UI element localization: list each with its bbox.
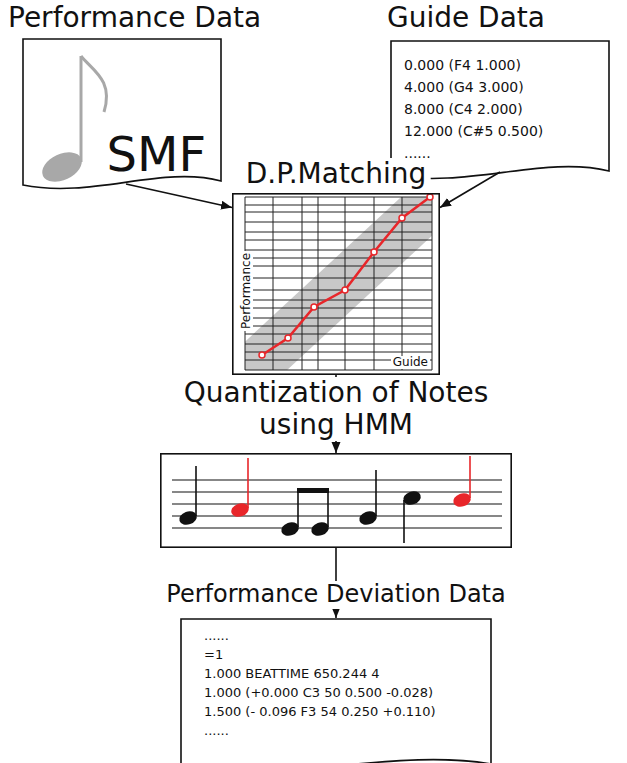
box-outline bbox=[232, 193, 440, 375]
heading-label: Quantization of Notes using HMM bbox=[167, 377, 505, 441]
heading-label: Performance Deviation Data bbox=[162, 581, 509, 609]
deviation-document: Performance Deviation Data......=11.000 … bbox=[180, 618, 492, 763]
heading-label: D.P.Matching bbox=[242, 158, 431, 190]
quantization-box: Quantization of Notes using HMM bbox=[160, 453, 512, 548]
data-line: 1.000 BEATTIME 650.244 4 bbox=[204, 664, 436, 683]
format-label: SMF bbox=[107, 128, 207, 181]
outline-shape bbox=[233, 194, 439, 374]
heading-label: Guide Data bbox=[387, 2, 545, 34]
data-line: 1.500 (- 0.096 F3 54 0.250 +0.110) bbox=[204, 702, 436, 721]
outline-shape bbox=[161, 454, 511, 547]
path-points bbox=[259, 194, 433, 358]
staff-lines bbox=[172, 480, 502, 528]
axis-label: Performance bbox=[240, 251, 253, 331]
data-line: 12.000 (C#5 0.500) bbox=[404, 120, 543, 142]
data-line: ...... bbox=[204, 626, 436, 645]
search-band bbox=[245, 197, 432, 370]
note-head bbox=[37, 146, 86, 187]
data-line: =1 bbox=[204, 645, 436, 664]
grid-lines bbox=[245, 197, 432, 370]
data-line: 1.000 (+0.000 C3 50 0.500 -0.028) bbox=[204, 683, 436, 702]
axis-label: Guide bbox=[391, 356, 430, 369]
outline-shape bbox=[23, 39, 221, 188]
box-outline bbox=[160, 453, 512, 548]
note-flag bbox=[81, 56, 107, 112]
data-line: 0.000 (F4 1.000) bbox=[404, 54, 543, 76]
document-body: 0.000 (F4 1.000)4.000 (G4 3.000)8.000 (C… bbox=[404, 54, 543, 164]
heading-label: Performance Data bbox=[8, 2, 261, 34]
note-stem bbox=[80, 56, 83, 162]
dp-matching-box: D.P.MatchingPerformanceGuide bbox=[232, 193, 440, 375]
data-line: 4.000 (G4 3.000) bbox=[404, 76, 543, 98]
outline-shape bbox=[181, 619, 491, 763]
notes bbox=[177, 456, 472, 543]
data-line: ...... bbox=[204, 721, 436, 740]
document-body: ......=11.000 BEATTIME 650.244 41.000 (+… bbox=[204, 626, 436, 740]
smf-document: Performance DataSMF bbox=[22, 38, 222, 195]
flow-arrow bbox=[126, 184, 232, 208]
data-line: 8.000 (C4 2.000) bbox=[404, 98, 543, 120]
warping-path bbox=[262, 197, 430, 355]
